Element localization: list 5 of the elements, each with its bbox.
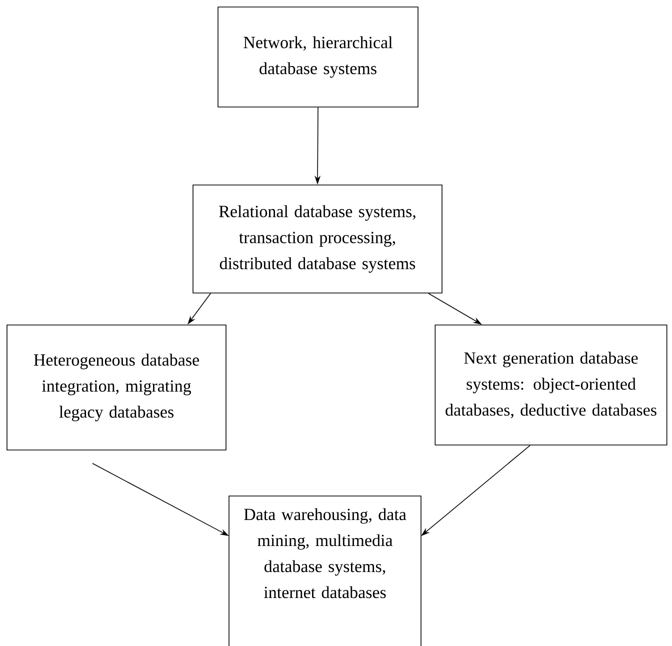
- process-box: Relational database systems, transaction processing, distributed database systems: [192, 184, 442, 294]
- process-box: Network, hierarchical database systems: [218, 6, 418, 108]
- process-box: Next generation database systems: object-oriented databases, deductive databases: [434, 324, 668, 446]
- process-box: Heterogeneous database integration, migrating legacy databases: [6, 324, 226, 450]
- process-box: Data warehousing, data mining, multimedia database systems, internet databases: [228, 496, 422, 646]
